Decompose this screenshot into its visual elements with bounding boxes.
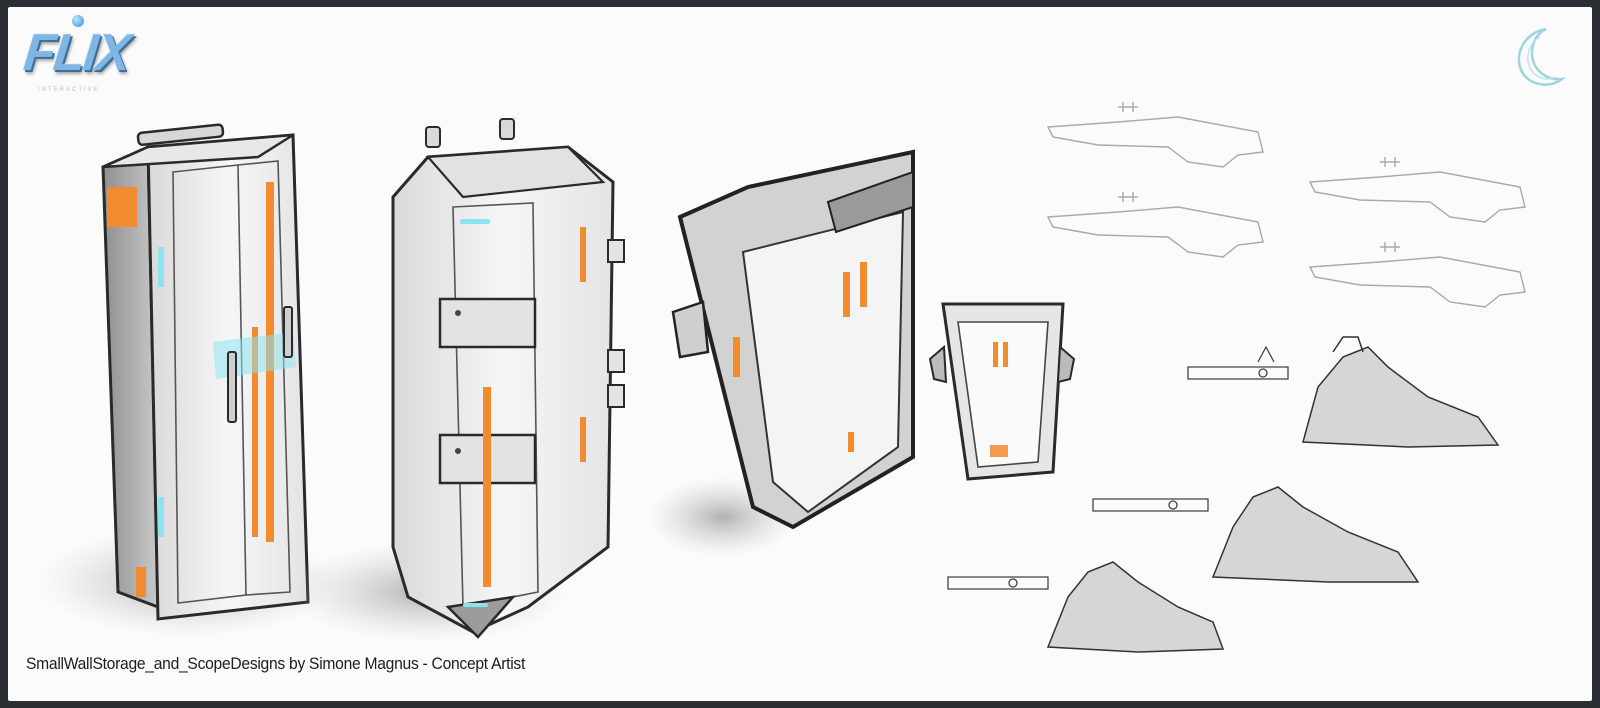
rifle-sketch-3: [1308, 157, 1526, 223]
case-2-body: [391, 145, 615, 634]
pov-sketch-2: [1211, 486, 1420, 583]
studio-logo-subtitle: INTERACTIVE: [38, 87, 100, 93]
case-2-point: [445, 595, 517, 639]
storage-case-2: [288, 118, 625, 642]
scope-profile-3: [947, 576, 1049, 590]
storage-case-3: [648, 149, 915, 557]
rifle-sketch-4: [1308, 242, 1526, 308]
artwork-caption: SmallWallStorage_and_ScopeDesigns by Sim…: [26, 654, 526, 673]
scope-designs: [947, 345, 1289, 590]
storage-case-1: [38, 123, 338, 637]
pov-sketches: [1046, 336, 1500, 653]
case-1-orange-stripe-2: [252, 327, 258, 537]
case-2-clamp-upper: [438, 297, 537, 349]
concept-drawing: [38, 102, 1526, 653]
crescent-moon-icon: [1517, 27, 1566, 86]
case-1-handle: [136, 123, 225, 147]
logo-dot-icon: [72, 15, 84, 27]
scope-profile-1: [1187, 345, 1289, 380]
studio-logo: FLIX: [20, 24, 132, 82]
concept-sheet: FLIX INTERACTIVE SmallWallStorage_and_Sc…: [8, 7, 1592, 701]
rifle-sketch-2: [1046, 192, 1264, 258]
pov-sketch-3: [1046, 561, 1225, 653]
pov-sketch-1: [1302, 346, 1500, 448]
rifle-sketches: [1046, 102, 1526, 308]
rifle-sketch-1: [1046, 102, 1264, 168]
case-1-top: [102, 133, 294, 169]
storage-case-4: [928, 302, 1076, 481]
scope-profile-2: [1092, 498, 1209, 512]
case-1-orange-corner: [107, 187, 137, 227]
